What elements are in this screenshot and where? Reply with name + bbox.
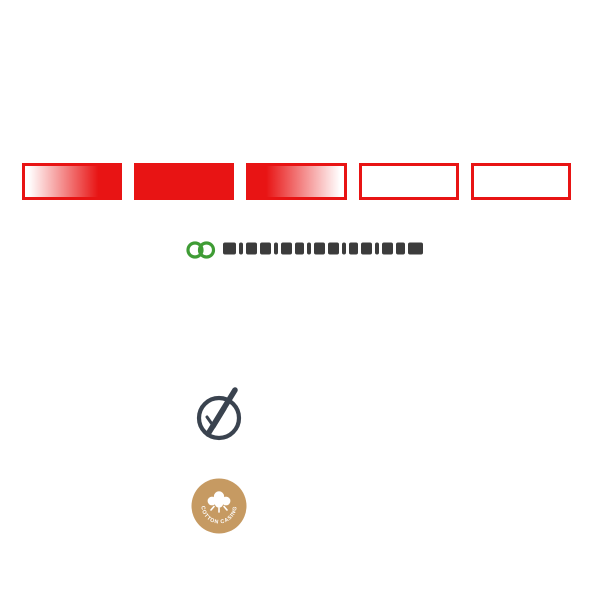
- cotton-sepals-icon: [210, 505, 228, 513]
- meter-segment-2: [134, 163, 235, 200]
- meter-segment-1: [22, 163, 123, 200]
- check-icon: [205, 407, 227, 429]
- meter-segment-5: [470, 163, 572, 200]
- brand-wordmark: [223, 241, 423, 257]
- cotton-casing-badge: COTTON CASING: [190, 477, 248, 535]
- cotton-flower-icon: [207, 491, 231, 508]
- brand-leaf-rings-icon: [186, 237, 216, 261]
- meter-segment-3: [246, 163, 347, 200]
- brand-logo: [186, 236, 423, 262]
- meter-segment-4: [358, 163, 459, 200]
- circle-slash-badge: [190, 386, 248, 444]
- intensity-meter: [22, 163, 572, 200]
